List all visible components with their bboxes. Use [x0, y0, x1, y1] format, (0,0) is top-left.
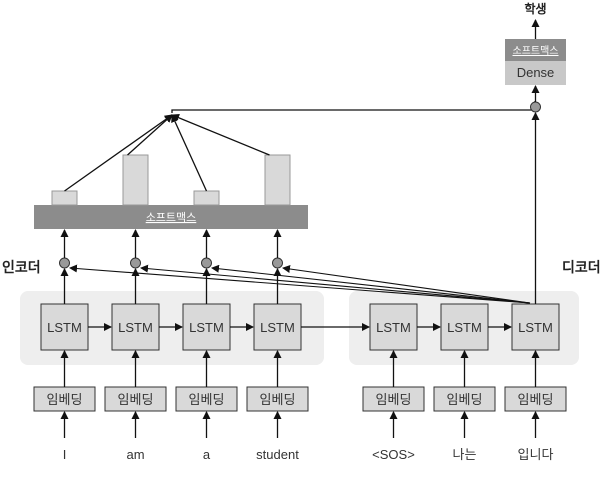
dot-product-3 [201, 257, 212, 269]
encoder-embedding-4-label: 임베딩 [260, 392, 296, 407]
dot-product-4 [272, 257, 283, 269]
attention-weight-bar-1 [51, 190, 78, 206]
decoder-lstm-2: LSTM [440, 303, 489, 351]
dot-product-2 [130, 257, 141, 269]
output-dense: Dense [505, 61, 566, 85]
output-dense-label: Dense [517, 65, 555, 80]
context-vector-line [171, 101, 536, 113]
attn-score-line-4 [282, 265, 531, 304]
decoder-input-3: 입니다 [518, 447, 554, 462]
attn-score-line-2 [140, 264, 531, 304]
attention-softmax-label: 소프트맥스 [146, 211, 197, 224]
encoder-lstm-1-label: LSTM [47, 320, 82, 335]
encoder-lstm-2: LSTM [111, 303, 160, 351]
attention-weight-bar-3 [193, 190, 220, 206]
weighted-sum-line-3 [171, 114, 208, 192]
attn-score-line-3 [211, 264, 531, 304]
decoder-embedding-2: 임베딩 [433, 386, 496, 412]
attention-softmax: 소프트맥스 [34, 205, 308, 229]
encoder-lstm-2-label: LSTM [118, 320, 153, 335]
encoder-panel [20, 291, 324, 365]
decoder-lstm-3-label: LSTM [518, 320, 553, 335]
decoder-embedding-1: 임베딩 [362, 386, 425, 412]
decoder-label: 디코더 [562, 260, 600, 276]
decoder-lstm-3: LSTM [511, 303, 560, 351]
decoder-lstm-1: LSTM [369, 303, 418, 351]
encoder-lstm-4-label: LSTM [260, 320, 295, 335]
dot-product-1 [59, 257, 70, 269]
decoder-lstm-2-label: LSTM [447, 320, 482, 335]
attn-score-line-1 [69, 264, 531, 304]
decoder-embedding-3-label: 임베딩 [518, 392, 554, 407]
output-softmax-label: 소프트맥스 [513, 45, 559, 57]
encoder-input-3: a [203, 447, 211, 462]
encoder-embedding-1: 임베딩 [33, 386, 96, 412]
encoder-embedding-4: 임베딩 [246, 386, 309, 412]
decoder-input-2: 나는 [453, 447, 477, 462]
encoder-lstm-4: LSTM [253, 303, 302, 351]
decoder-lstm-1-label: LSTM [376, 320, 411, 335]
encoder-input-2: am [126, 447, 144, 462]
attention-weight-bar-2 [122, 154, 149, 206]
output-word: 학생 [524, 1, 546, 16]
concat-dot [530, 101, 541, 113]
attention-weights [51, 154, 291, 206]
weighted-sum-line-2 [127, 114, 173, 156]
decoder-embedding-3: 임베딩 [504, 386, 567, 412]
decoder-embedding-2-label: 임베딩 [447, 392, 483, 407]
encoder-input-1: I [63, 447, 67, 462]
encoder-embedding-3: 임베딩 [175, 386, 238, 412]
weighted-sum-line-1 [64, 114, 173, 192]
encoder-lstm-3: LSTM [182, 303, 231, 351]
encoder-embedding-1-label: 임베딩 [47, 392, 83, 407]
weighted-sum-line-4 [171, 113, 270, 156]
encoder-embedding-2: 임베딩 [104, 386, 167, 412]
encoder-label: 인코더 [2, 259, 41, 276]
decoder-input-1: <SOS> [372, 447, 415, 462]
encoder-input-4: student [256, 447, 299, 462]
decoder-embedding-1-label: 임베딩 [376, 392, 412, 407]
attention-weight-bar-4 [264, 154, 291, 206]
encoder-embedding-3-label: 임베딩 [189, 392, 225, 407]
encoder-lstm-3-label: LSTM [189, 320, 224, 335]
encoder-lstm-1: LSTM [40, 303, 89, 351]
encoder-embedding-2-label: 임베딩 [118, 392, 154, 407]
output-softmax: 소프트맥스 [505, 39, 566, 61]
